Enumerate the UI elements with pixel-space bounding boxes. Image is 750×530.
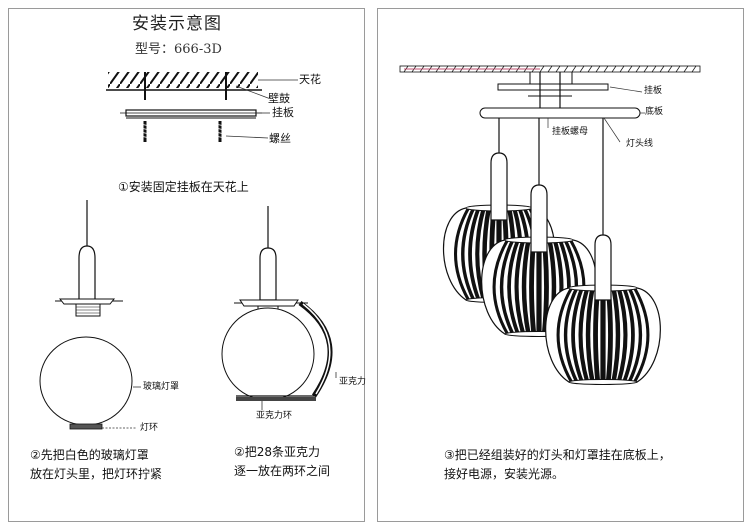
step-2-line-1: ②先把白色的玻璃灯罩 bbox=[30, 448, 149, 462]
acrylic-assembly-drawing bbox=[221, 206, 337, 410]
label-ceiling: 天花 bbox=[299, 73, 321, 86]
label-lamp-wire: 灯头线 bbox=[626, 139, 654, 149]
label-base-plate: 底板 bbox=[645, 107, 664, 117]
label-wall-plug: 壁鼓 bbox=[268, 92, 290, 105]
pendant-lamps bbox=[442, 118, 661, 385]
pendant-right bbox=[545, 118, 661, 385]
step-2-line-2: 放在灯头里，把灯环拧紧 bbox=[30, 467, 163, 481]
step-4-line-1: ③把已经组装好的灯头和灯罩挂在底板上， bbox=[444, 448, 671, 462]
diagram-title: 安装示意图 bbox=[132, 14, 222, 34]
step-1-text: ①安装固定挂板在天花上 bbox=[118, 180, 249, 194]
step-3-line-2: 逐一放在两环之间 bbox=[234, 464, 331, 478]
glass-shade-drawing bbox=[39, 200, 141, 430]
label-lamp-ring: 灯环 bbox=[140, 423, 159, 433]
label-acrylic-ring: 亚克力环 bbox=[256, 411, 293, 421]
step-4-line-2: 接好电源，安装光源。 bbox=[444, 467, 565, 481]
model-number: 型号：666-3D bbox=[135, 42, 222, 57]
screw-left bbox=[139, 121, 151, 142]
ceiling-bar-right bbox=[399, 65, 701, 143]
label-acrylic: 亚克力 bbox=[339, 377, 367, 387]
label-screw: 螺丝 bbox=[269, 132, 291, 145]
screw-right bbox=[214, 121, 226, 142]
left-instruction-panel bbox=[8, 8, 365, 522]
label-hanging-plate: 挂板 bbox=[272, 106, 294, 119]
label-right-hanging-plate: 挂板 bbox=[644, 86, 663, 96]
ceiling-mount-drawing bbox=[106, 72, 298, 142]
step-3-line-1: ②把28条亚克力 bbox=[234, 445, 321, 459]
label-glass-shade: 玻璃灯罩 bbox=[143, 382, 180, 392]
label-plate-nut: 挂板螺母 bbox=[552, 127, 589, 137]
